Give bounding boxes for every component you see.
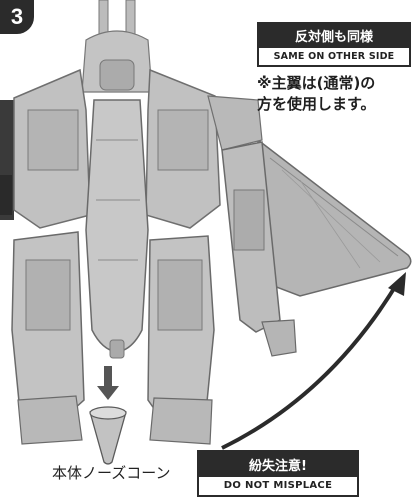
nose-cone-part (89, 406, 127, 465)
legs (11, 231, 215, 445)
head (81, 0, 153, 93)
nose-cone-label: 本体ノーズコーン (52, 464, 171, 482)
same-side-note-english: SAME ON OTHER SIDE (273, 51, 395, 62)
step-number-badge: 3 (0, 0, 34, 34)
fuselage (85, 99, 149, 359)
curved-arrow-icon (221, 272, 406, 450)
main-wing (257, 138, 412, 297)
right-arm (221, 141, 297, 357)
down-arrow-icon (97, 366, 119, 400)
same-side-note-japanese: 反対側も同様 (259, 24, 409, 48)
warning-english: DO NOT MISPLACE (223, 480, 333, 491)
torso (13, 68, 263, 229)
same-side-note-box: 反対側も同様 SAME ON OTHER SIDE (257, 22, 411, 67)
do-not-misplace-box: 紛失注意! DO NOT MISPLACE (197, 450, 359, 497)
warning-japanese: 紛失注意! (199, 452, 357, 477)
wing-usage-note: ※主翼は(通常)の 方を使用します。 (257, 74, 376, 113)
